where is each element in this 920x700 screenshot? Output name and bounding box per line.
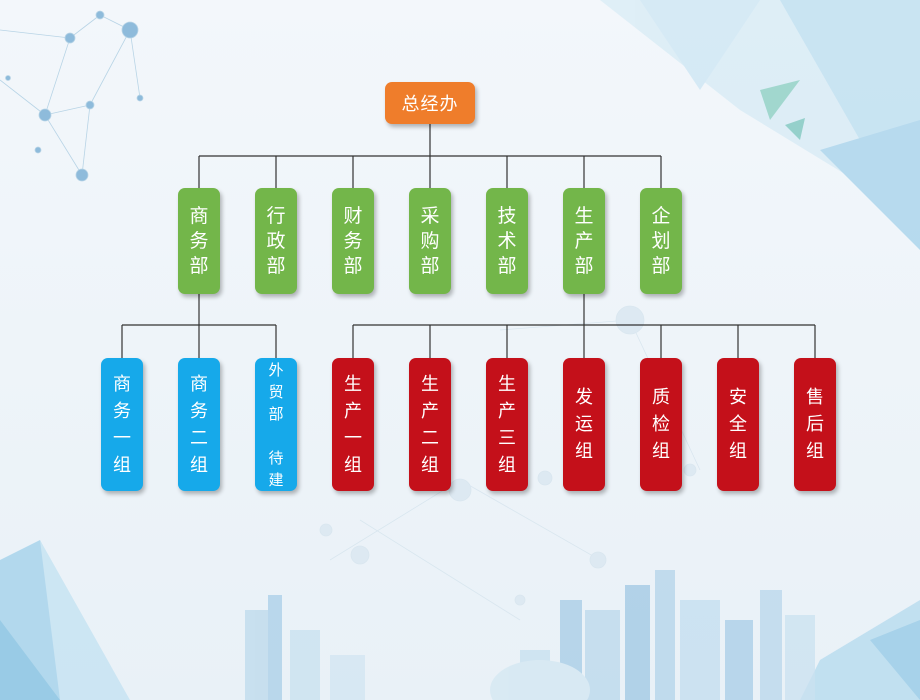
group-node-shipping[interactable]: 发 运 组 bbox=[563, 358, 605, 491]
group-node-label: 生 产 二 组 bbox=[421, 373, 439, 476]
group-node-label: 商 务 二 组 bbox=[190, 373, 208, 476]
dept-node-planning[interactable]: 企 划 部 bbox=[640, 188, 682, 294]
group-node-label: 外 贸 部 待 建 bbox=[268, 360, 284, 489]
group-node-label: 售 后 组 bbox=[806, 387, 824, 462]
crystal-shape-bottom-left bbox=[0, 540, 130, 700]
group-node-label: 安 全 组 bbox=[729, 387, 747, 462]
group-node-production-3[interactable]: 生 产 三 组 bbox=[486, 358, 528, 491]
group-node-label: 质 检 组 bbox=[652, 387, 670, 462]
group-node-production-2[interactable]: 生 产 二 组 bbox=[409, 358, 451, 491]
dept-node-production[interactable]: 生 产 部 bbox=[563, 188, 605, 294]
crystal-shape-top-right bbox=[600, 0, 920, 250]
dept-node-label: 财 务 部 bbox=[343, 204, 363, 277]
group-node-quality[interactable]: 质 检 组 bbox=[640, 358, 682, 491]
dept-node-label: 采 购 部 bbox=[420, 204, 440, 277]
network-decoration-top-left bbox=[0, 10, 144, 182]
crystal-shape-bottom-right bbox=[800, 600, 920, 700]
group-node-commerce-2[interactable]: 商 务 二 组 bbox=[178, 358, 220, 491]
group-node-label: 商 务 一 组 bbox=[113, 373, 131, 476]
root-node-label: 总经办 bbox=[401, 94, 459, 115]
group-node-label: 发 运 组 bbox=[575, 387, 593, 462]
group-node-safety[interactable]: 安 全 组 bbox=[717, 358, 759, 491]
dept-node-commerce[interactable]: 商 务 部 bbox=[178, 188, 220, 294]
group-node-after-sales[interactable]: 售 后 组 bbox=[794, 358, 836, 491]
dept-node-technology[interactable]: 技 术 部 bbox=[486, 188, 528, 294]
dept-node-label: 商 务 部 bbox=[189, 204, 209, 277]
group-node-foreign-trade[interactable]: 外 贸 部 待 建 bbox=[255, 358, 297, 491]
group-node-commerce-1[interactable]: 商 务 一 组 bbox=[101, 358, 143, 491]
dept-node-label: 企 划 部 bbox=[651, 204, 671, 277]
group-node-label: 生 产 一 组 bbox=[344, 373, 362, 476]
dept-node-label: 生 产 部 bbox=[574, 204, 594, 277]
dept-node-label: 技 术 部 bbox=[497, 204, 517, 277]
network-decoration-middle bbox=[319, 305, 701, 621]
dept-node-admin[interactable]: 行 政 部 bbox=[255, 188, 297, 294]
group-node-production-1[interactable]: 生 产 一 组 bbox=[332, 358, 374, 491]
dept-node-finance[interactable]: 财 务 部 bbox=[332, 188, 374, 294]
dept-node-label: 行 政 部 bbox=[266, 204, 286, 277]
dept-node-purchasing[interactable]: 采 购 部 bbox=[409, 188, 451, 294]
group-node-label: 生 产 三 组 bbox=[498, 373, 516, 476]
root-node-general-office[interactable]: 总经办 bbox=[385, 82, 475, 124]
city-skyline bbox=[245, 570, 815, 700]
